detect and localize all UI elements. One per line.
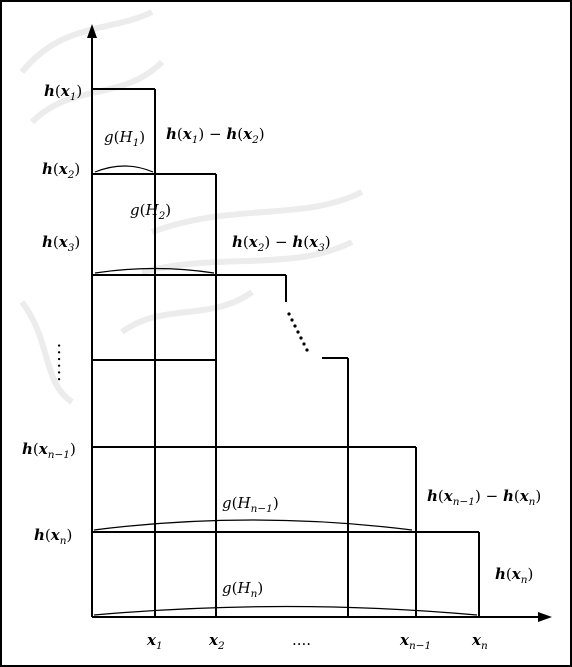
arc-gn-1 [93, 519, 413, 531]
g-label-Hn: g(Hn) [222, 579, 263, 600]
y-label-h-x1: h(x1) [44, 82, 82, 103]
diff-label-2-3: h(x2) − h(x3) [232, 233, 331, 254]
y-label-h-xn: h(xn) [34, 526, 72, 547]
arc-g1 [94, 165, 154, 173]
staircase-grid [92, 88, 480, 617]
y-label-h-xn-1: h(xn−1) [22, 440, 76, 461]
y-label-h-x2: h(x2) [42, 160, 80, 181]
continuation-dots: ...... [44, 312, 309, 382]
arc-g2 [94, 267, 215, 274]
g-label-H1: g(H1) [104, 128, 145, 149]
y-axis-arrowhead [87, 24, 97, 38]
x-label-x1: x1 [146, 631, 163, 652]
vertical-dots: ...... [44, 342, 65, 382]
right-label-h-xn: h(xn) [495, 565, 533, 586]
g-label-Hn-1: g(Hn−1) [222, 494, 279, 515]
difference-labels: h(x1) − h(x2) h(x2) − h(x3) h(xn−1) − h(… [166, 125, 541, 508]
diff-label-1-2: h(x1) − h(x2) [166, 125, 265, 146]
g-labels: g(H1) g(H2) g(Hn−1) g(Hn) [104, 128, 279, 600]
x-axis-arrowhead [538, 612, 552, 622]
x-axis-labels: x1 x2 .... xn−1 xn [146, 631, 488, 652]
diagonal-dots [287, 312, 309, 352]
arc-gn [93, 605, 478, 616]
x-label-xn: xn [471, 631, 488, 652]
g-arcs [93, 165, 478, 616]
x-label-xn-1: xn−1 [399, 631, 431, 652]
axes [87, 24, 552, 622]
y-axis-labels: h(x1) h(x2) h(x3) h(xn−1) h(xn) [22, 82, 82, 547]
g-label-H2: g(H2) [130, 201, 171, 222]
x-label-x2: x2 [208, 631, 225, 652]
y-label-h-x3: h(x3) [42, 233, 80, 254]
watermark [19, 9, 364, 405]
x-label-dots: .... [292, 631, 311, 649]
diff-label-n-1-n: h(xn−1) − h(xn) [427, 487, 541, 508]
